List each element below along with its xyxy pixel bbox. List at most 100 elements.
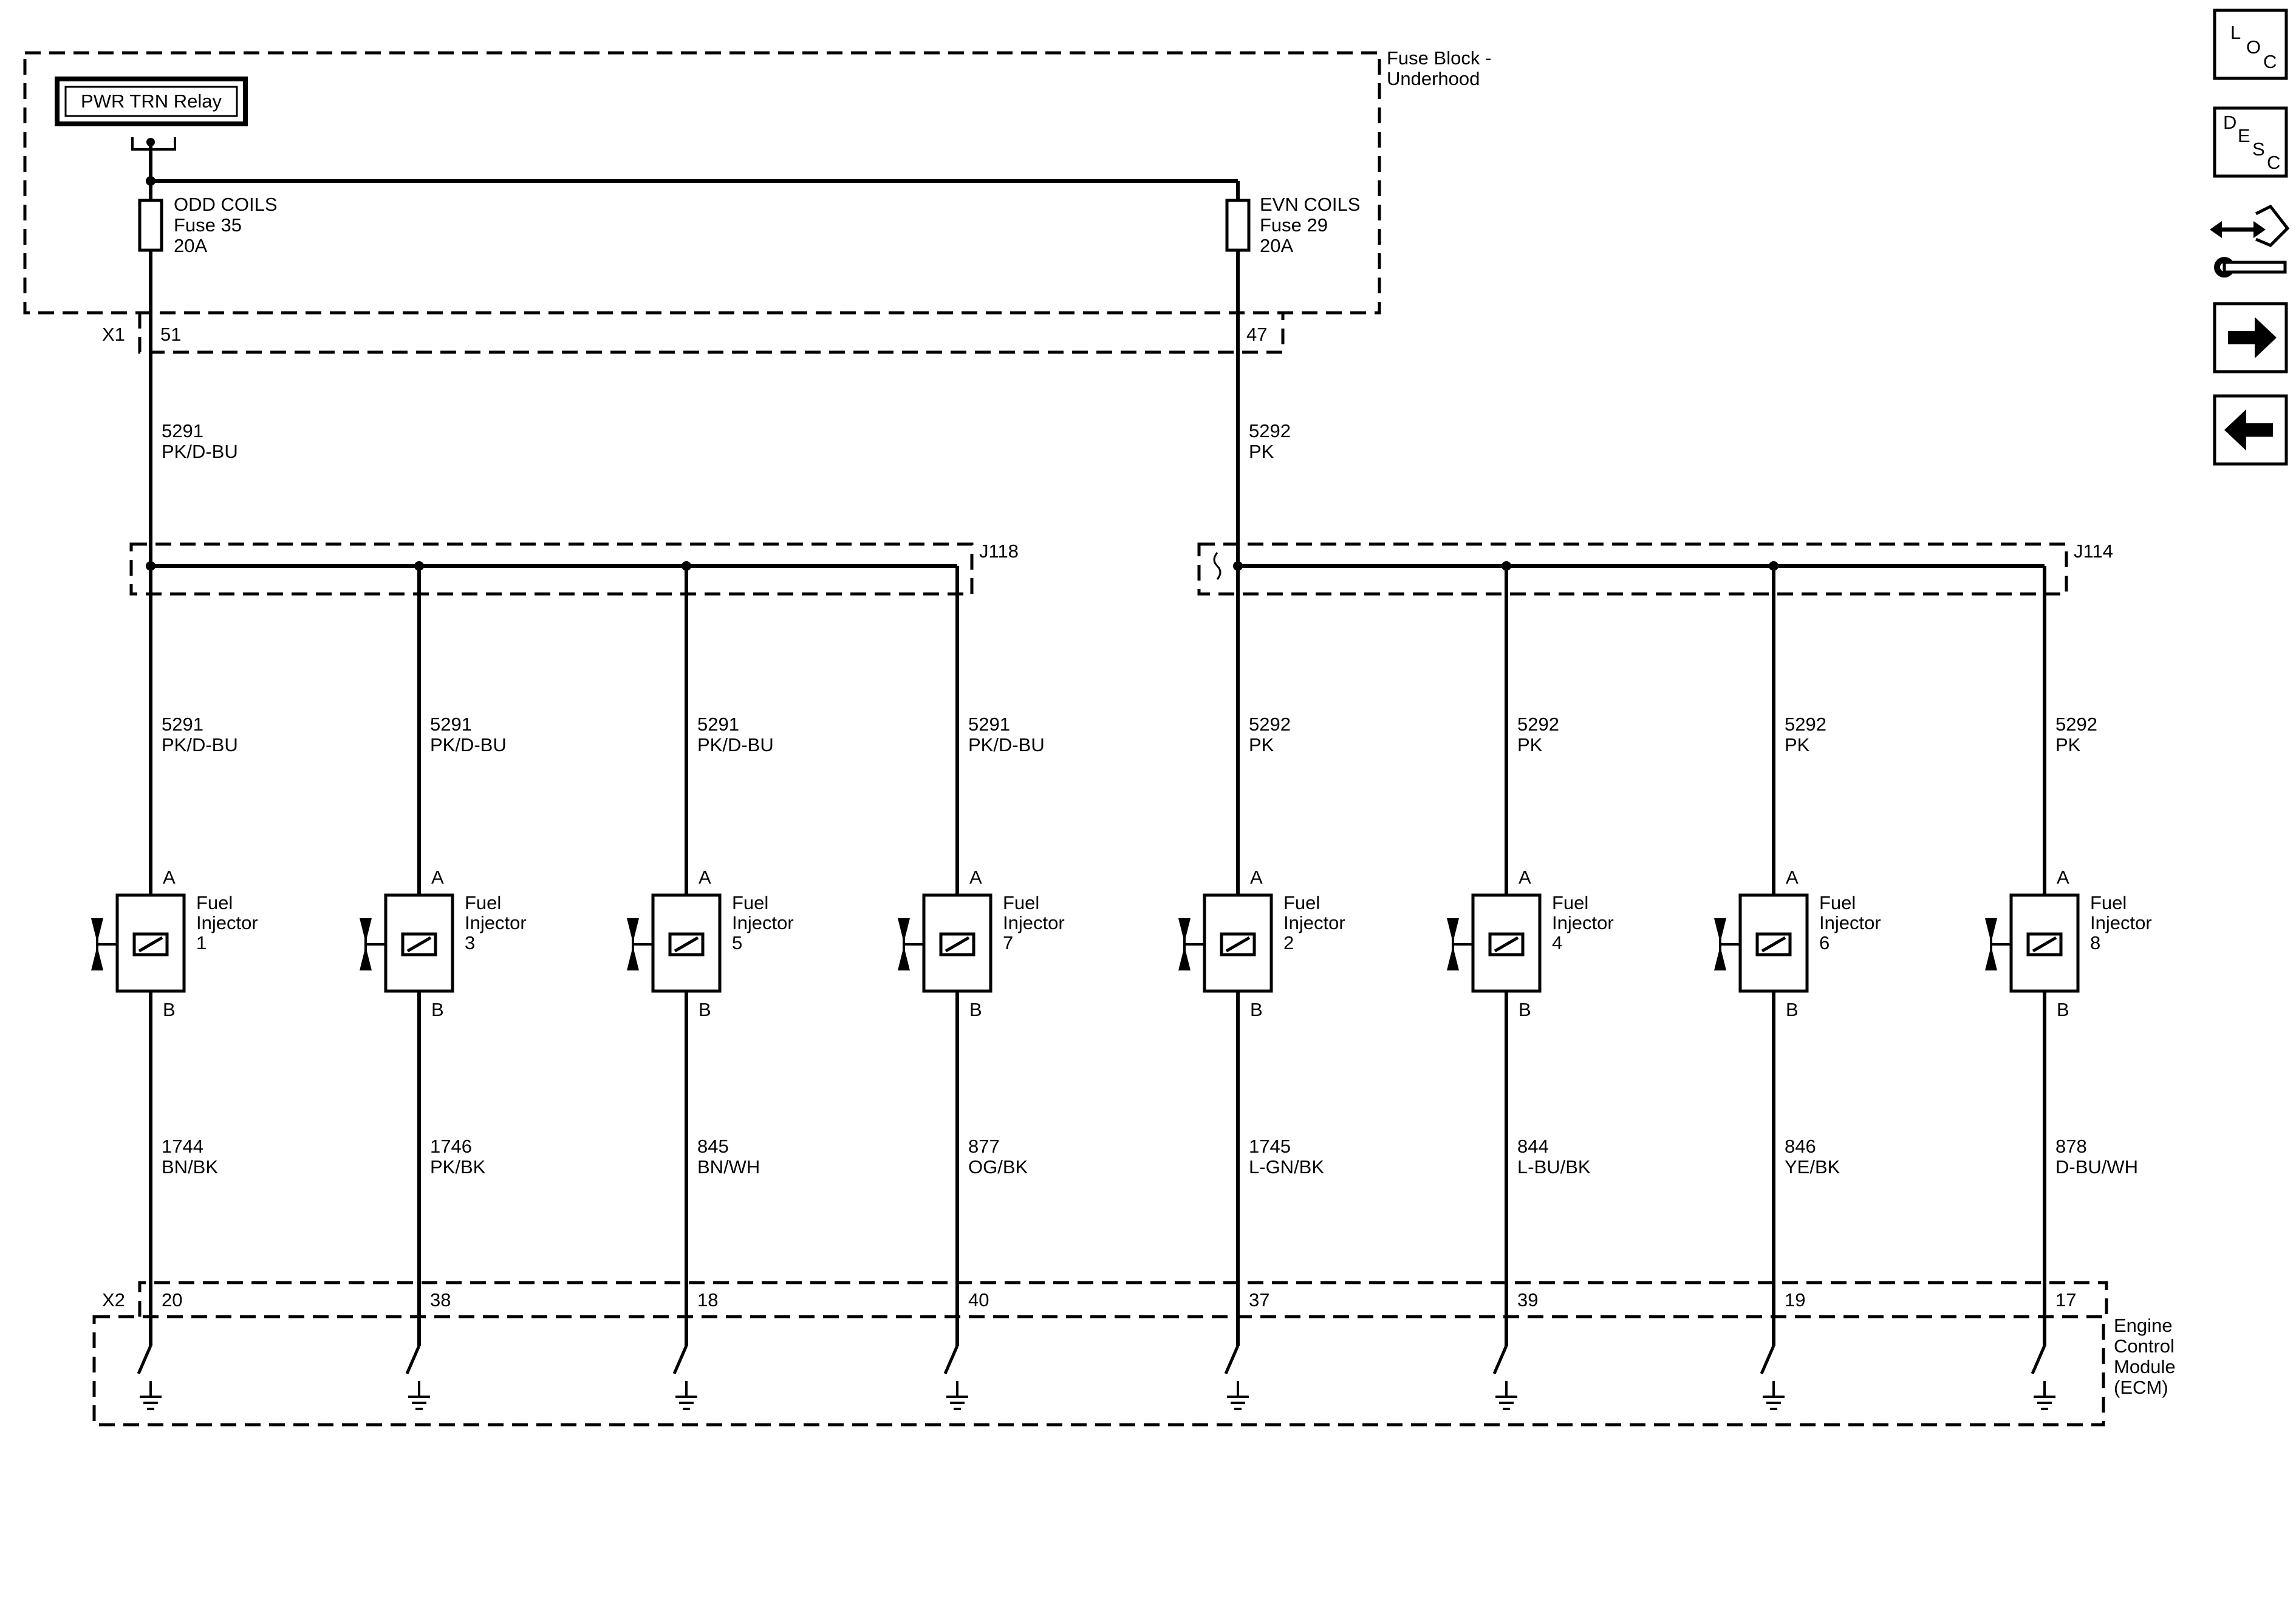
fuse-35 [138,199,163,252]
fuse-block-outline [23,51,1381,315]
control-wire-color: BN/BK [162,1156,218,1178]
fuse-35-number: Fuse 35 [174,214,242,236]
nav-desc-c: C [2267,152,2280,173]
connector-service-button[interactable] [2210,204,2290,278]
arrow-right-icon [2228,317,2277,358]
injector-label-fuel: Fuel [2090,892,2127,913]
ecm-pin-number: 17 [2055,1289,2076,1311]
nav-desc-d: D [2223,112,2236,133]
fuse-35-rating: 20A [174,235,207,256]
control-circuit-number: 877 [968,1136,1000,1157]
driver-switch [672,1345,688,1374]
ground-icon [946,1396,968,1410]
flow-arrow-icon [898,918,910,943]
flow-arrow-icon [360,918,372,943]
ecm-pin-number: 20 [162,1289,182,1311]
control-circuit-number: 844 [1517,1136,1549,1157]
nav-loc-l: L [2230,22,2241,43]
pin-a-label: A [2057,867,2069,888]
driver-switch [137,1345,152,1374]
control-wire-color: BN/WH [697,1156,760,1178]
fuse-block-underhood: Fuse Block - Underhood PWR TRN Relay ODD… [23,47,1491,354]
supply-circuit-number: 5291 [430,714,472,735]
injector-label-injector: Injector [465,912,527,933]
next-page-button[interactable] [2213,302,2288,373]
pin-b-label: B [1250,999,1263,1020]
nav-desc-button[interactable]: D E S C [2213,106,2288,178]
driver-switch [405,1345,421,1374]
feed-5292-circuit: 5292 [1249,420,1291,442]
injector-label-injector: Injector [1283,912,1345,933]
x1-pin-47: 47 [1246,324,1267,345]
nav-desc-s: S [2252,138,2265,160]
injector-label-fuel: Fuel [1003,892,1039,913]
pin-a-label: A [1519,867,1531,888]
control-circuit-number: 1744 [162,1136,203,1157]
control-wire-color: D-BU/WH [2055,1156,2138,1178]
relay-label: PWR TRN Relay [81,90,222,112]
feed-5291-circuit: 5291 [162,420,203,442]
ecm-pin-number: 39 [1517,1289,1538,1311]
relay-terminal [131,137,176,151]
pin-a-label: A [163,867,176,888]
injector-label-fuel: Fuel [465,892,501,913]
ground-icon [675,1396,697,1410]
supply-wire-color: PK [1785,734,1810,755]
pin-a-label: A [969,867,982,888]
pin-b-label: B [2057,999,2069,1020]
pin-b-label: B [163,999,176,1020]
splice-j114: J114 [1197,540,2113,596]
engine-control-module: X2 Engine Control Module (ECM) [92,1281,2176,1427]
ecm-label-2: Control [2114,1335,2175,1357]
ecm-outline [92,1315,2105,1427]
fuse-29-rating: 20A [1260,235,1293,256]
injector-label-injector: Injector [1552,912,1614,933]
flow-arrow-icon [1985,918,1997,943]
ecm-label-1: Engine [2114,1315,2173,1336]
control-circuit-number: 1746 [430,1136,472,1157]
injector-label-injector: Injector [1003,912,1065,933]
fuse-29 [1225,199,1251,252]
injector-label-fuel: Fuel [1283,892,1320,913]
supply-wire-color: PK [1249,734,1274,755]
x1-pin-51: 51 [160,324,181,345]
pin-b-label: B [969,999,982,1020]
supply-wire-color: PK/D-BU [968,734,1045,755]
injector-label-fuel: Fuel [1552,892,1588,913]
x1-connector-label: X1 [102,324,125,345]
driver-switch [1492,1345,1508,1374]
control-wire-color: PK/BK [430,1156,486,1178]
pin-b-label: B [431,999,444,1020]
fuse-29-number: Fuse 29 [1260,214,1328,236]
injector-number: 4 [1552,932,1562,953]
ground-icon [2034,1396,2055,1410]
control-circuit-number: 845 [697,1136,729,1157]
prev-page-button[interactable] [2213,394,2288,466]
flow-arrow-icon [1714,918,1726,943]
x2-connector-outline [138,1281,2108,1317]
fuse-block-title: Fuse Block - [1387,47,1491,69]
control-wire-color: L-GN/BK [1249,1156,1324,1178]
ecm-label-4: (ECM) [2114,1377,2168,1398]
flow-arrow-icon [91,918,103,943]
connector-service-icon [2210,204,2290,278]
splice-j114-label: J114 [2074,540,2113,562]
x1-connector-outline [138,313,1285,354]
feed-5291-color: PK/D-BU [162,441,238,462]
nav-loc-button[interactable]: L O C [2213,9,2288,80]
supply-wire-color: PK/D-BU [162,734,238,755]
ecm-pin-number: 37 [1249,1289,1269,1311]
ecm-pin-number: 19 [1785,1289,1805,1311]
injector-number: 8 [2090,932,2100,953]
pin-a-label: A [699,867,711,888]
injector-number: 6 [1819,932,1830,953]
supply-circuit-number: 5292 [1517,714,1559,735]
supply-circuit-number: 5291 [162,714,203,735]
injector-number: 2 [1283,932,1294,953]
